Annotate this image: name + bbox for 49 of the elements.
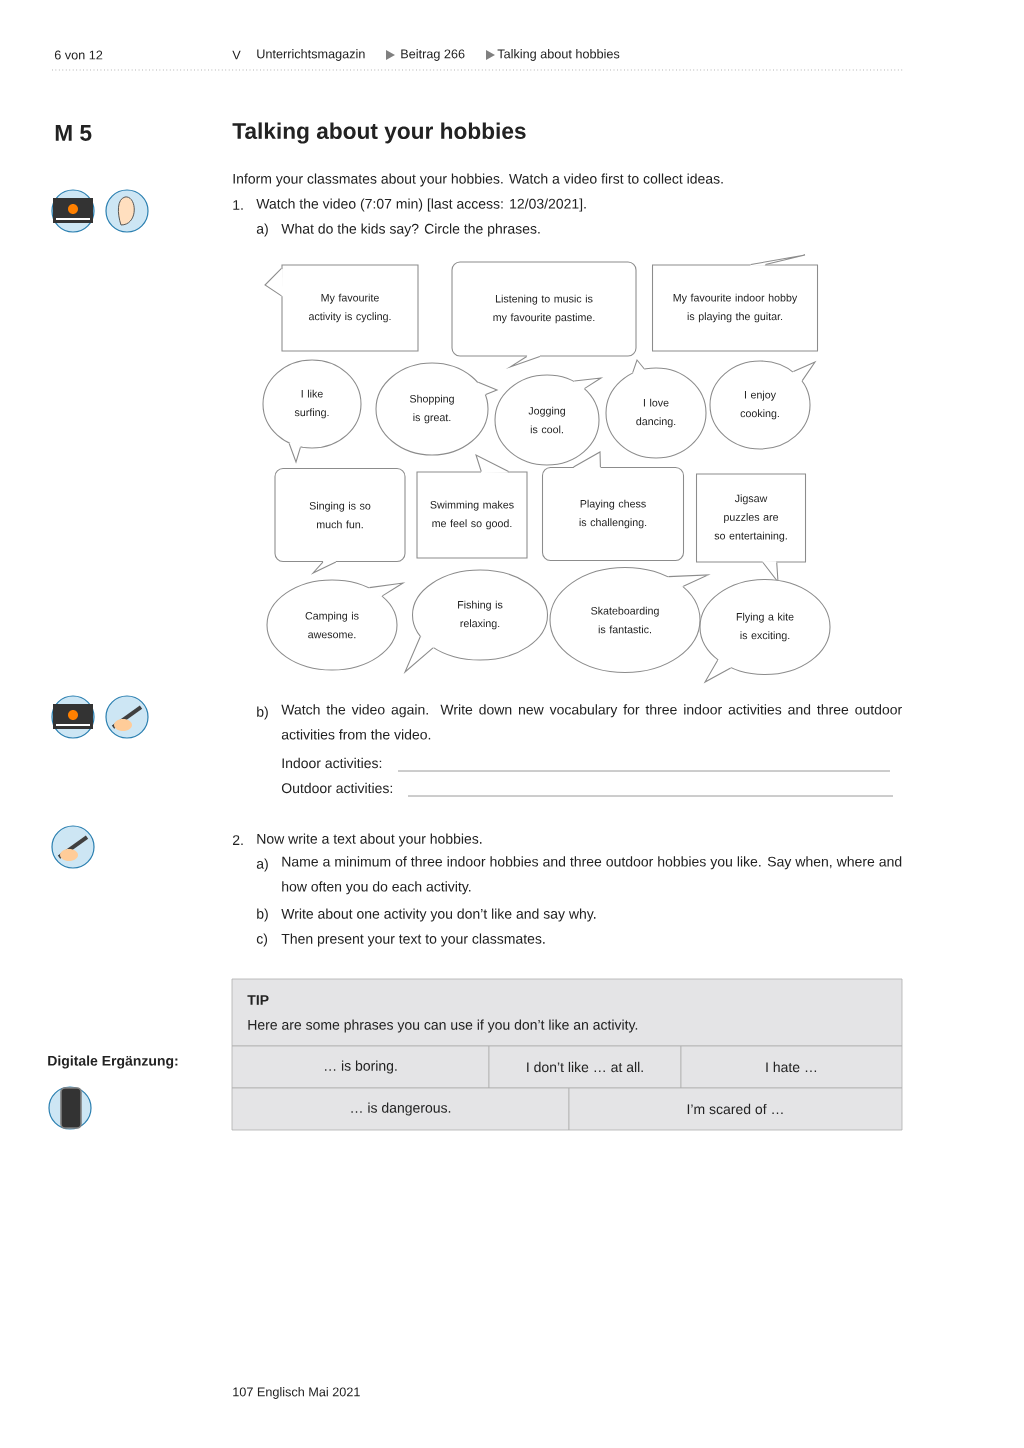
- instruction-text: What do the kids say? Circle the phrases.: [281, 223, 540, 237]
- table-cell: I don’t like … at all.: [488, 1045, 682, 1089]
- header-text: 6 von 12: [54, 50, 103, 60]
- speech-bubble: Fishing is relaxing.: [403, 569, 549, 674]
- speech-bubble: Listening to music is my favourite pastime.: [451, 261, 637, 370]
- instruction-text: 2.: [233, 835, 243, 845]
- speech-bubble: Skateboarding is fantastic.: [549, 566, 711, 674]
- speech-bubble: I enjoy cooking.: [709, 360, 817, 450]
- instruction-text: b): [257, 706, 268, 720]
- speech-bubble: Camping is awesome.: [266, 579, 406, 671]
- instruction-text: c): [256, 933, 268, 947]
- instruction-text: a): [256, 858, 268, 872]
- heading: Talking about your hobbies: [232, 122, 526, 144]
- instruction-text: Inform your classmates about your hobbies. Watch a video first to collect ideas.: [233, 173, 723, 187]
- instruction-text: Now write a text about your hobbies.: [257, 833, 482, 847]
- header-text: Beitrag 266: [401, 49, 465, 61]
- speech-bubble: My favourite indoor hobby is playing the guitar.: [651, 254, 819, 352]
- instruction-text: Name a minimum of three indoor hobbies and three outdoor hobbies you like. Say when, where and how often you do each activity.: [282, 856, 902, 895]
- header-text: V: [232, 50, 241, 60]
- speech-bubble: My favourite activity is cycling.: [264, 264, 419, 352]
- bold-label: Digitale Ergänzung:: [48, 1055, 178, 1069]
- instruction-text: Watch the video (7:07 min) [last access: 12/03/2021].: [256, 198, 586, 212]
- instruction-text: Indoor activities:: [282, 757, 382, 769]
- instruction-text: Watch the video again. Write down new vocabulary for three indoor activities and three outdoor activities from the video.: [281, 704, 902, 740]
- header-text: 107 Englisch Mai 2021: [233, 1387, 360, 1399]
- table-cell: I hate …: [680, 1045, 903, 1089]
- instruction-text: Here are some phrases you can use if you don’t like an activity.: [248, 1019, 638, 1033]
- table-cell: I’m scared of …: [568, 1087, 903, 1131]
- instruction-text: Write about one activity you don’t like and say why.: [281, 908, 596, 922]
- instruction-text: Then present your text to your classmates.: [281, 933, 545, 947]
- speech-bubble: Singing is so much fun.: [274, 467, 406, 575]
- speech-bubble: I like surfing.: [262, 359, 362, 464]
- speech-bubble: Jigsaw puzzles are so entertaining.: [695, 473, 807, 584]
- table-cell: … is boring.: [231, 1045, 490, 1089]
- speech-bubble: Swimming makes me feel so good.: [416, 453, 528, 559]
- instruction-text: b): [257, 908, 268, 922]
- instruction-text: 1.: [233, 200, 243, 210]
- speech-bubble: Shopping is great.: [375, 362, 499, 456]
- speech-bubble: Playing chess is challenging.: [541, 451, 685, 562]
- speech-bubble: Flying a kite is exciting.: [699, 578, 831, 684]
- header-text: Talking about hobbies: [497, 49, 620, 61]
- section-number: M 5: [55, 125, 92, 141]
- instruction-text: a): [256, 223, 268, 237]
- header-text: Unterrichtsmagazin: [257, 49, 365, 61]
- table-cell: … is dangerous.: [231, 1087, 570, 1131]
- speech-bubble: I love dancing.: [605, 358, 707, 459]
- instruction-text: Outdoor activities:: [281, 782, 392, 794]
- speech-bubble: Jogging is cool.: [494, 374, 604, 466]
- bold-label: TIP: [247, 995, 269, 1005]
